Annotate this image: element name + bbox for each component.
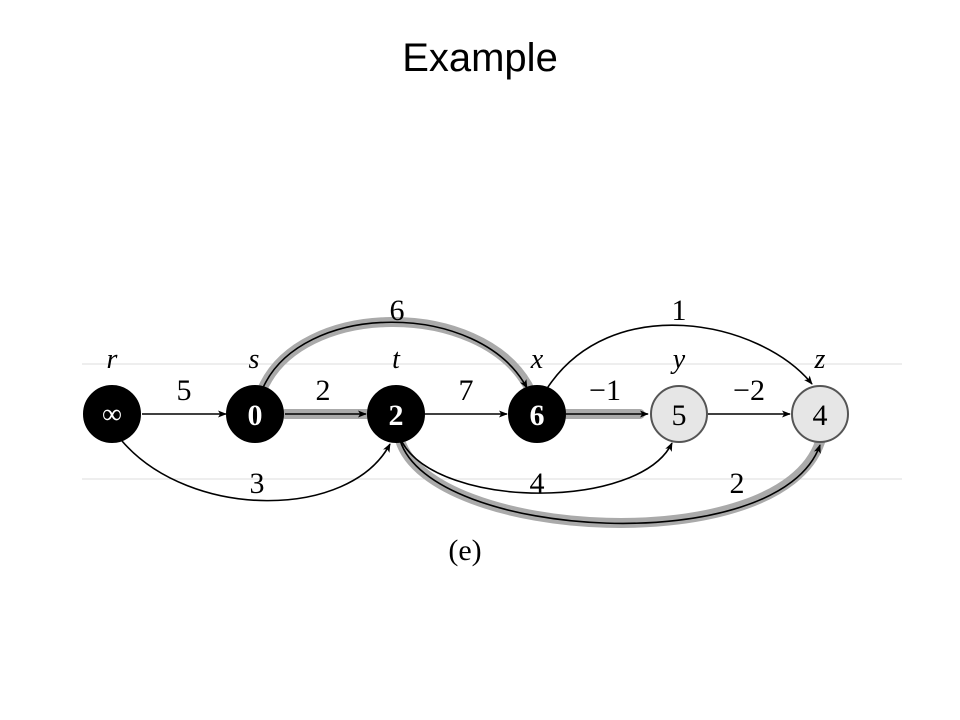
node-label-z: z [814,344,826,375]
node-label-x: x [530,344,544,375]
weight-r-t: 3 [250,467,265,500]
weight-y-z: −2 [733,374,765,407]
node-label-s: s [249,344,260,375]
weight-s-t: 2 [316,374,331,407]
node-value-z: 4 [813,399,828,432]
node-s: 0 [226,385,284,443]
node-x: 6 [508,385,566,443]
weight-t-x: 7 [459,374,474,407]
node-t: 2 [367,385,425,443]
node-value-t: 2 [389,399,404,432]
weight-r-s: 5 [177,374,192,407]
node-y: 5 [650,385,708,443]
node-value-r: ∞ [102,399,122,430]
edge-s-x [261,321,528,391]
weight-x-y: −1 [589,374,621,407]
weight-t-y: 4 [530,467,545,500]
node-r: ∞ [83,385,141,443]
weight-x-z: 1 [672,294,687,327]
node-label-t: t [392,344,401,375]
weight-s-x: 6 [390,294,405,327]
edge-t-y [401,441,673,494]
node-value-s: 0 [248,399,263,432]
node-label-r: r [107,344,118,375]
edge-t-z [399,439,821,525]
edge-x-z [545,324,813,391]
node-value-y: 5 [672,399,687,432]
weight-t-z: 2 [730,467,745,500]
shade-t-z [395,435,825,528]
node-label-y: y [670,344,686,375]
edge-r-t [121,440,391,502]
diagram-caption: (e) [448,534,481,567]
node-value-x: 6 [530,399,545,432]
slide-title: Example [402,36,558,80]
node-z: 4 [791,385,849,443]
